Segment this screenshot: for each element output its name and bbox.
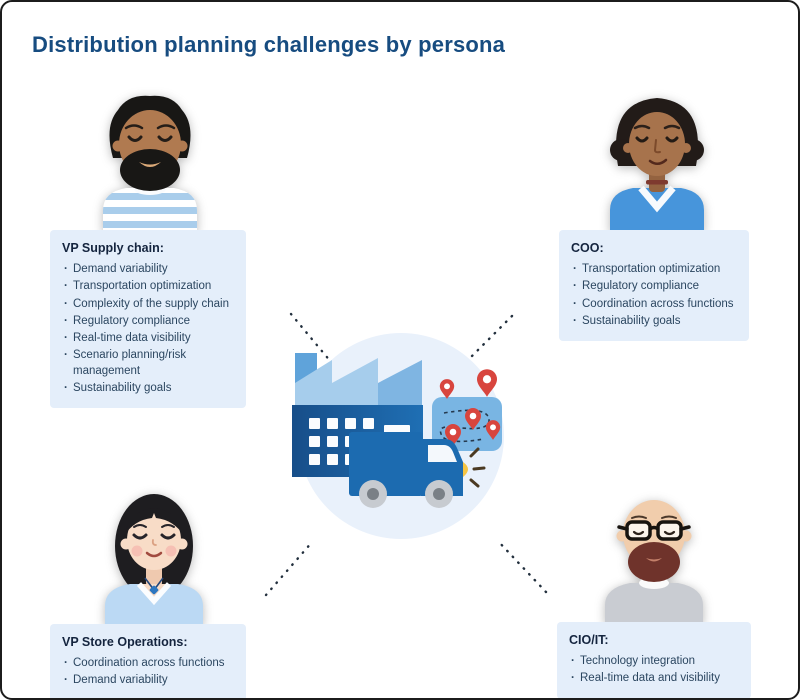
- location-pin-icon: [465, 408, 481, 430]
- persona-title: CIO/IT:: [569, 633, 609, 647]
- avatar-cio-it: [605, 500, 703, 624]
- persona-card-cio-it: CIO/IT: Technology integrationReal-time …: [557, 622, 751, 698]
- challenge-item: Coordination across functions: [571, 297, 737, 313]
- challenge-item: Technology integration: [569, 654, 739, 670]
- challenge-item: Demand variability: [62, 262, 234, 278]
- challenge-item: Regulatory compliance: [571, 279, 737, 295]
- persona-card-vp-store-operations: VP Store Operations: Coordination across…: [50, 624, 246, 698]
- distribution-illustration: [292, 333, 504, 539]
- delivery-truck-icon: [349, 432, 463, 508]
- challenge-item: Transportation optimization: [571, 262, 737, 278]
- challenge-list: Coordination across functionsDemand vari…: [62, 656, 234, 689]
- challenge-item: Real-time data and visibility: [569, 671, 739, 687]
- page-title: Distribution planning challenges by pers…: [32, 32, 506, 57]
- avatar-vp-supply-chain: [103, 95, 197, 232]
- headlight-flash-icon: [463, 447, 486, 488]
- challenge-item: Sustainability goals: [62, 381, 234, 397]
- avatar-vp-store-operations: [105, 494, 203, 626]
- challenge-item: Scenario planning/risk management: [62, 348, 234, 379]
- challenge-item: Sustainability goals: [571, 314, 737, 330]
- challenge-item: Real-time data visibility: [62, 331, 234, 347]
- challenge-item: Demand variability: [62, 673, 234, 689]
- persona-title: VP Store Operations:: [62, 635, 188, 649]
- location-pins: [439, 369, 501, 446]
- challenge-item: Coordination across functions: [62, 656, 234, 672]
- persona-card-coo: COO: Transportation optimizationRegulato…: [559, 230, 749, 342]
- pendant-necklace: [149, 585, 159, 595]
- persona-card-vp-supply-chain: VP Supply chain: Demand variabilityTrans…: [50, 230, 246, 409]
- avatar-coo: [610, 98, 704, 232]
- striped-shirt: [103, 188, 197, 232]
- location-pin-icon: [485, 420, 501, 440]
- persona-title: COO:: [571, 241, 604, 255]
- challenge-list: Transportation optimizationRegulatory co…: [571, 262, 737, 329]
- glasses-icon: [617, 520, 691, 541]
- challenge-item: Complexity of the supply chain: [62, 297, 234, 313]
- persona-title: VP Supply chain:: [62, 241, 164, 255]
- challenge-list: Technology integrationReal-time data and…: [569, 654, 739, 687]
- route-map-icon: [432, 369, 502, 451]
- connector-line: [264, 539, 315, 597]
- location-pin-icon: [445, 424, 461, 446]
- challenge-list: Demand variabilityTransportation optimiz…: [62, 262, 234, 397]
- challenge-item: Transportation optimization: [62, 279, 234, 295]
- connector-line: [465, 314, 514, 363]
- location-pin-icon: [477, 369, 497, 397]
- location-pin-icon: [439, 379, 455, 399]
- challenge-item: Regulatory compliance: [62, 314, 234, 330]
